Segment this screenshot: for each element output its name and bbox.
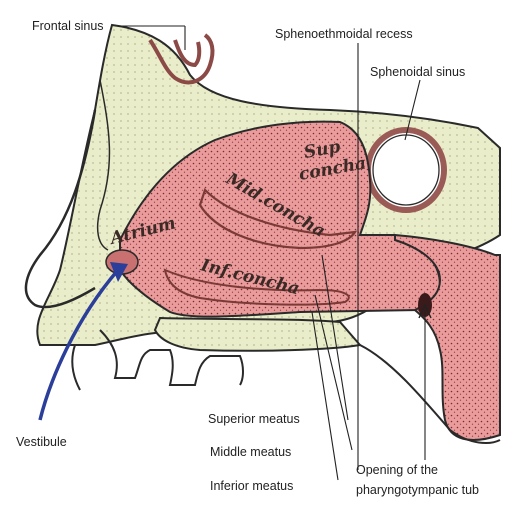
label-vestibule: Vestibule: [16, 435, 67, 449]
sphenoidal-sinus-shape: [368, 130, 444, 210]
label-opening-line-1: Opening of the: [356, 463, 438, 477]
upper-lip-line: [72, 345, 80, 390]
label-superior-meatus: Superior meatus: [208, 412, 300, 426]
label-sphenoethmoidal-recess: Sphenoethmoidal recess: [275, 27, 413, 41]
label-middle-meatus: Middle meatus: [210, 445, 291, 459]
hard-palate: [155, 318, 360, 351]
label-sphenoidal-sinus: Sphenoidal sinus: [370, 65, 465, 79]
label-opening-line-2: pharyngotympanic tub: [356, 483, 479, 497]
label-inferior-meatus: Inferior meatus: [210, 479, 293, 493]
label-frontal-sinus: Frontal sinus: [32, 19, 104, 33]
